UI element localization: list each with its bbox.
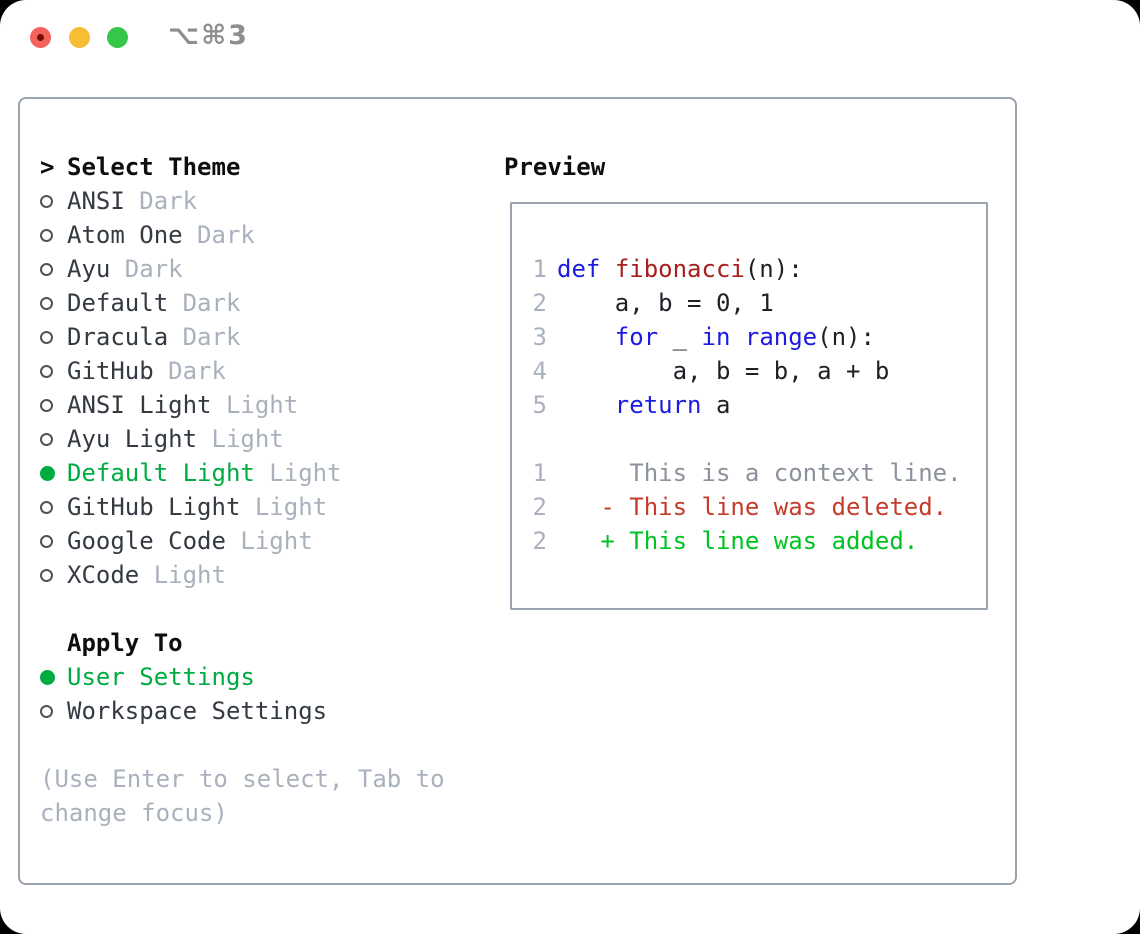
code-text: for _ in range(n): <box>614 323 875 351</box>
apply-option[interactable]: User Settings <box>40 660 490 694</box>
apply-to-title: Apply To <box>67 629 183 657</box>
theme-option[interactable]: Ayu Light Light <box>40 422 490 456</box>
selection-column: > Select Theme ANSI Dark Atom One Dark A… <box>40 150 490 830</box>
theme-name: GitHub Light <box>67 493 255 521</box>
code-text: def fibonacci(n): <box>557 255 803 283</box>
theme-name: Default Light <box>67 459 270 487</box>
theme-variant-tag: Light <box>269 459 342 487</box>
theme-option[interactable]: XCode Light <box>40 558 490 592</box>
radio-icon <box>40 262 53 276</box>
theme-variant-tag: Light <box>225 391 299 419</box>
theme-variant-tag: Light <box>254 493 328 521</box>
code-line: 2 a, b = 0, 1 <box>512 286 986 320</box>
theme-name: Ayu Light <box>67 425 212 453</box>
theme-name: GitHub <box>67 357 169 385</box>
theme-variant-tag: Dark <box>168 357 226 385</box>
apply-to-header: Apply To <box>40 626 490 660</box>
theme-option[interactable]: Default Light Light <box>40 456 490 490</box>
apply-option[interactable]: Workspace Settings <box>40 694 490 728</box>
code-line: 5 return a <box>512 388 986 422</box>
theme-name: Google Code <box>67 527 241 555</box>
theme-name: ANSI <box>67 187 140 215</box>
theme-option[interactable]: Google Code Light <box>40 524 490 558</box>
radio-icon <box>40 364 53 378</box>
theme-option[interactable]: Ayu Dark <box>40 252 490 286</box>
minimize-button[interactable] <box>69 27 90 48</box>
code-text: + This line was added. <box>557 527 919 555</box>
theme-variant-tag: Dark <box>124 255 183 283</box>
code-text: This is a context line. <box>557 459 962 487</box>
line-number: 2 <box>532 289 547 317</box>
window-shortcut-label: ⌥⌘3 <box>168 20 249 51</box>
radio-icon <box>40 534 53 548</box>
line-number: 2 <box>532 527 547 555</box>
line-number: 3 <box>532 323 547 351</box>
theme-name: Atom One <box>67 221 198 249</box>
code-line: 1 def fibonacci(n): <box>512 252 986 286</box>
theme-variant-tag: Light <box>153 561 226 589</box>
apply-to-list: User Settings Workspace Settings <box>40 660 490 728</box>
theme-option[interactable]: Dracula Dark <box>40 320 490 354</box>
code-text: a, b = 0, 1 <box>557 289 774 317</box>
theme-variant-tag: Dark <box>139 187 198 215</box>
theme-name: Dracula <box>67 323 183 351</box>
radio-icon <box>40 296 53 310</box>
line-number <box>522 422 547 456</box>
code-text: return a <box>614 391 731 419</box>
theme-option[interactable]: Atom One Dark <box>40 218 490 252</box>
radio-icon <box>40 228 53 242</box>
code-line: 4 a, b = b, a + b <box>512 354 986 388</box>
code-line: 2 + This line was added. <box>512 524 986 558</box>
theme-option[interactable]: GitHub Dark <box>40 354 490 388</box>
apply-option-label: User Settings <box>67 663 255 691</box>
radio-icon <box>40 704 53 718</box>
code-text: - This line was deleted. <box>557 493 948 521</box>
line-number: 5 <box>532 391 547 419</box>
theme-option[interactable]: Default Dark <box>40 286 490 320</box>
line-number: 4 <box>532 357 547 385</box>
theme-name: Default <box>67 289 183 317</box>
radio-icon <box>40 568 53 582</box>
theme-name: Ayu <box>67 255 125 283</box>
theme-variant-tag: Light <box>240 527 313 555</box>
radio-icon <box>40 465 55 481</box>
theme-option[interactable]: ANSI Light Light <box>40 388 490 422</box>
code-line: 1 This is a context line. <box>512 456 986 490</box>
radio-icon <box>40 330 53 344</box>
theme-variant-tag: Dark <box>182 289 241 317</box>
radio-icon <box>40 398 53 412</box>
radio-icon <box>40 669 55 685</box>
theme-name: ANSI Light <box>67 391 226 419</box>
select-theme-title: Select Theme <box>67 153 241 181</box>
theme-variant-tag: Dark <box>197 221 255 249</box>
close-button[interactable] <box>30 27 51 48</box>
preview-panel: 1 def fibonacci(n): 2 a, b = 0, 1 3 for … <box>510 202 988 610</box>
line-number: 2 <box>532 493 547 521</box>
theme-picker-panel: > Select Theme ANSI Dark Atom One Dark A… <box>18 97 1017 885</box>
line-number: 1 <box>532 459 547 487</box>
preview-title: Preview <box>504 153 606 181</box>
theme-variant-tag: Dark <box>182 323 241 351</box>
theme-option[interactable]: GitHub Light Light <box>40 490 490 524</box>
radio-icon <box>40 194 53 208</box>
code-line: 3 for _ in range(n): <box>512 320 986 354</box>
theme-option[interactable]: ANSI Dark <box>40 184 490 218</box>
prompt-icon: > <box>40 153 55 181</box>
radio-icon <box>40 500 53 514</box>
theme-variant-tag: Light <box>211 425 284 453</box>
theme-name: XCode <box>67 561 154 589</box>
code-line <box>512 422 986 456</box>
spacer-row <box>40 592 490 626</box>
apply-option-label: Workspace Settings <box>67 697 328 725</box>
code-line: 2 - This line was deleted. <box>512 490 986 524</box>
theme-list: ANSI Dark Atom One Dark Ayu Dark Default… <box>40 184 490 592</box>
spacer-row <box>40 728 490 762</box>
code-text: a, b = b, a + b <box>557 357 890 385</box>
hint-text: (Use Enter to select, Tab to change focu… <box>40 765 445 827</box>
line-number: 1 <box>532 255 547 283</box>
select-theme-header: > Select Theme <box>40 150 490 184</box>
zoom-button[interactable] <box>107 27 128 48</box>
radio-icon <box>40 432 53 446</box>
